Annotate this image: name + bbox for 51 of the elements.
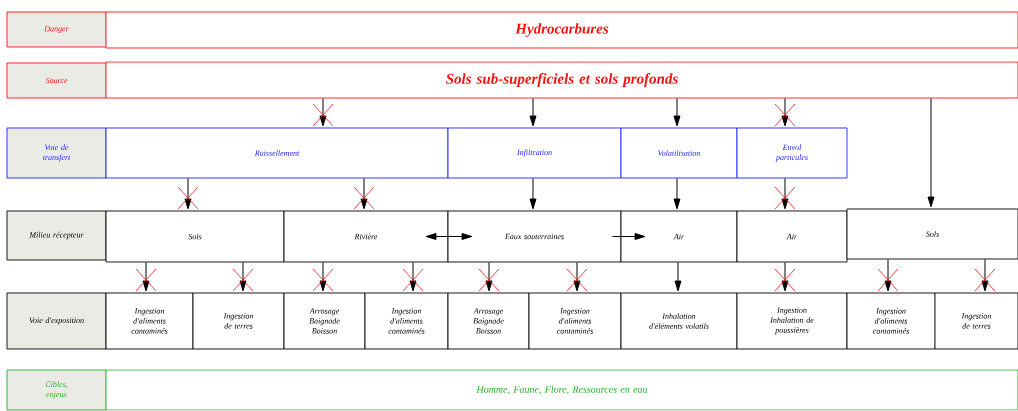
arrow — [781, 97, 789, 127]
arrow — [611, 233, 646, 240]
arrow — [674, 261, 682, 292]
process-box: Arrosage Baignade Boisson — [447, 292, 530, 350]
process-box: Ruissellement — [105, 127, 449, 179]
arrow — [927, 97, 935, 208]
row-label: Cibles, enjeux — [6, 369, 107, 411]
arrow — [319, 97, 327, 127]
row-label: Milieu récepteur — [6, 210, 107, 261]
arrow — [184, 177, 192, 210]
arrow — [884, 258, 892, 292]
process-box: Arrosage Baignade Boisson — [283, 292, 366, 350]
process-box: Ingestion Inhalation de poussières — [736, 292, 848, 350]
arrow — [673, 97, 681, 127]
banner-box: Hydrocarbures — [105, 11, 1018, 49]
arrow — [239, 261, 247, 292]
arrow — [781, 177, 789, 210]
process-box: Eaux souterraines — [447, 210, 622, 263]
arrow — [425, 233, 473, 240]
process-box: Ingestion d'aliments contaminés — [846, 292, 936, 350]
process-box: Air — [620, 210, 738, 263]
process-box: Air — [736, 210, 848, 263]
banner-box: Homme, Faune, Flore, Ressources en eau — [105, 369, 1018, 411]
process-box: Ingestion d'aliments contaminés — [364, 292, 449, 350]
arrow — [360, 177, 368, 210]
arrow — [529, 97, 537, 127]
arrow — [673, 177, 681, 210]
row-label: Source — [6, 62, 107, 99]
arrow — [409, 261, 417, 292]
banner-box: Sols sub-superficiels et sols profonds — [105, 61, 1018, 99]
process-box: Sols — [846, 208, 1018, 260]
process-box: Sols — [105, 210, 285, 263]
row-label: Voie d'exposition — [6, 292, 107, 350]
arrow — [781, 261, 789, 292]
process-box: Ingestion de terres — [934, 292, 1018, 350]
process-box: Envol particules — [736, 127, 848, 179]
arrow — [485, 261, 493, 292]
process-box: Ingestion de terres — [192, 292, 285, 350]
arrow — [319, 261, 327, 292]
process-box: Infiltration — [447, 127, 622, 179]
row-label: Danger — [6, 11, 107, 48]
process-box: Ingestion d'aliments contaminés — [105, 292, 194, 350]
process-box: Volatilisation — [620, 127, 738, 179]
arrow — [142, 261, 150, 292]
arrow — [981, 258, 989, 292]
arrow — [573, 261, 581, 292]
arrow — [529, 177, 537, 210]
process-box: Inhalation d'éléments volatils — [620, 292, 738, 350]
process-box: Ingestion d'aliments contaminés — [528, 292, 622, 350]
row-label: Voie de transfert — [6, 127, 107, 179]
process-box: Rivière — [283, 210, 449, 263]
